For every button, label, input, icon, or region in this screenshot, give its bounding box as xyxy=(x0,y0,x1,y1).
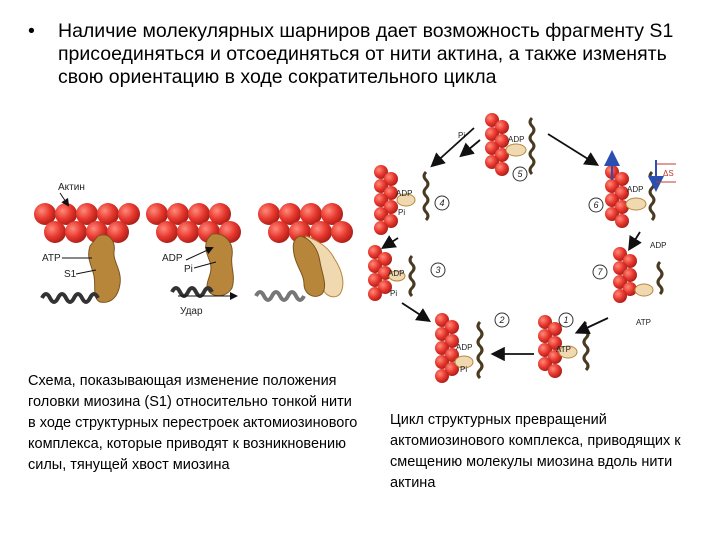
label-actin: Актин xyxy=(58,182,85,193)
cycle-label-pi-4: Pi xyxy=(398,208,405,217)
cycle-label-adp-6b: ADP xyxy=(650,241,666,250)
label-atp: ATP xyxy=(42,253,61,264)
label-s1: S1 xyxy=(64,269,77,280)
cycle-label-pi-3: Pi xyxy=(390,289,397,298)
left-panel-3 xyxy=(256,203,353,300)
label-adp: ADP xyxy=(162,253,183,264)
cycle-label-adp-2: ADP xyxy=(456,343,472,352)
label-stroke: Удар xyxy=(180,306,203,317)
step-3: 3 xyxy=(435,265,440,275)
step-6: 6 xyxy=(593,200,598,210)
step-4: 4 xyxy=(439,198,444,208)
cycle-label-atp-7: ATP xyxy=(636,318,651,327)
step-2: 2 xyxy=(498,315,504,325)
cycle-label-adp-6: ADP xyxy=(627,185,643,194)
cycle-label-adp-5: ADP xyxy=(508,135,524,144)
cycle-arrows xyxy=(384,128,640,354)
cycle-label-delta-s: ΔS xyxy=(663,169,674,178)
step-1: 1 xyxy=(563,315,568,325)
label-pi: Pi xyxy=(184,264,193,275)
left-panel-1: Актин ATP S1 xyxy=(34,182,140,302)
cycle-diagram: ADP Pi ADP Pi ADP Pi ADP Pi ATP ATP ADP … xyxy=(368,113,676,383)
left-panel-2: ADP Pi Удар xyxy=(146,203,241,317)
cycle-label-adp-4: ADP xyxy=(396,189,412,198)
cycle-label-adp-3: ADP xyxy=(388,269,404,278)
cycle-label-pi-2: Pi xyxy=(460,365,467,374)
caption-right: Цикл структурных превращений актомиозино… xyxy=(390,410,690,494)
caption-left: Схема, показывающая изменение положения … xyxy=(28,371,358,476)
cycle-label-atp-1: ATP xyxy=(556,345,571,354)
actin-filaments xyxy=(368,113,637,383)
